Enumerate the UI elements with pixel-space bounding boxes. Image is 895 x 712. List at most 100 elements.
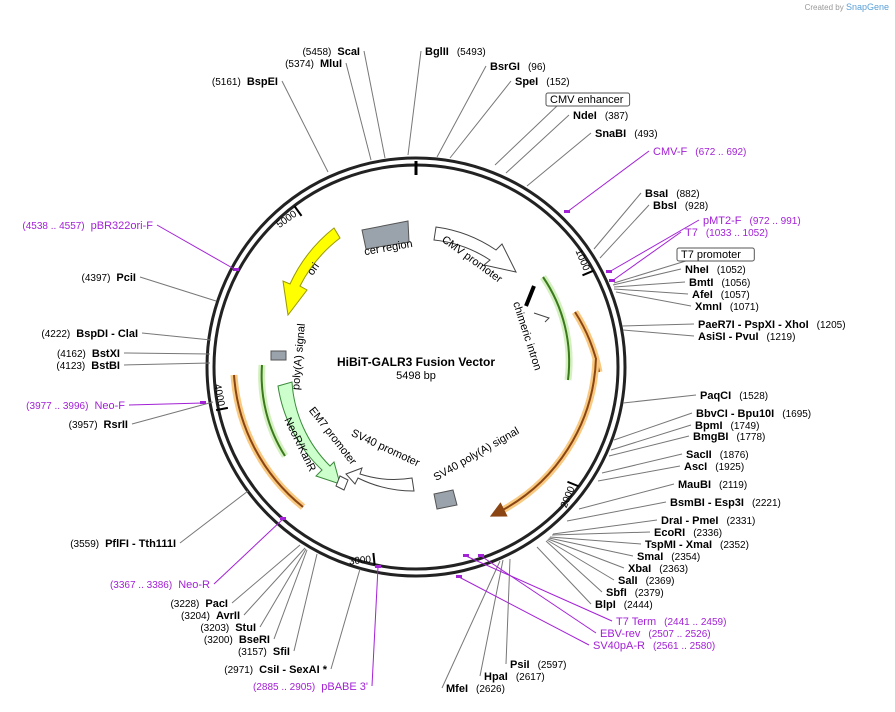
primer-sv40pa-r[interactable]: SV40pA-R(2561 .. 2580) (456, 575, 715, 652)
site-label: TspMI - XmaI(2352) (645, 539, 749, 551)
site-snabi[interactable]: SnaBI(493) (526, 128, 658, 187)
primer-label: EBV-rev(2507 .. 2526) (600, 628, 711, 640)
site-asisi-pvui[interactable]: AsiSI - PvuI(1219) (622, 329, 795, 343)
tick-label: 2000 (559, 485, 578, 510)
snapgene-logo[interactable]: SnapGene (845, 2, 889, 12)
site-bsrgi[interactable]: BsrGI(96) (436, 61, 546, 158)
site-label: PaeR7I - PspXI - XhoI(1205) (698, 319, 846, 331)
site-sali[interactable]: SalI(2369) (546, 539, 674, 587)
primer-t7-term[interactable]: T7 Term(2441 .. 2459) (463, 554, 726, 628)
site-label: BpmI(1749) (695, 420, 759, 432)
primer-t7[interactable]: T7(1033 .. 1052) (609, 227, 768, 282)
site-label: (4397)PciI (82, 272, 136, 284)
site-label: PaqCI(1528) (700, 390, 768, 402)
boxed-t7-promoter[interactable]: T7 promoter (613, 247, 755, 284)
site-xbai[interactable]: XbaI(2363) (547, 538, 688, 575)
site-smai[interactable]: SmaI(2354) (548, 537, 700, 563)
site-label: (3957)RsrII (69, 419, 128, 431)
features (230, 220, 603, 517)
sv40-polya-block (433, 489, 458, 510)
site-label: BsaI(882) (645, 188, 700, 200)
site-bstxi[interactable]: (4162)BstXI (57, 348, 211, 360)
restriction-sites: (5458)ScaI(5374)MluI(5161)BspEI BglII(549… (41, 46, 845, 695)
site-tspmi-xmai[interactable]: TspMI - XmaI(2352) (549, 536, 749, 551)
feature-label-sv40-promoter: SV40 promoter (349, 427, 421, 469)
site-label: (3200)BseRI (204, 634, 270, 646)
site-paqci[interactable]: PaqCI(1528) (622, 390, 768, 404)
tick-label: 4000 (211, 383, 226, 407)
site-hpai[interactable]: HpaI(2617) (479, 559, 545, 683)
primer-label: (2885 .. 2905)pBABE 3' (253, 681, 368, 693)
site-bspdi-clai[interactable]: (4222)BspDI - ClaI (41, 328, 212, 341)
site-blpi[interactable]: BlpI(2444) (536, 546, 653, 611)
site-label: BsmBI - Esp3I(2221) (670, 497, 781, 509)
map-length: 5498 bp (396, 370, 436, 382)
site-mfei[interactable]: MfeI(2626) (441, 560, 505, 695)
primer-pbabe-3[interactable]: (2885 .. 2905)pBABE 3' (253, 565, 381, 693)
site-bbvci-bpu10i[interactable]: BbvCI - Bpu10I(1695) (613, 408, 811, 441)
site-label: NdeI(387) (573, 110, 628, 122)
site-avrii[interactable]: (3204)AvrII (181, 547, 306, 622)
site-afei[interactable]: AfeI(1057) (613, 288, 750, 301)
backbone-outer-ring (205, 156, 627, 578)
feature-label-ori: ori (305, 261, 322, 278)
site-label: (3157)SfiI (238, 646, 290, 658)
site-label: BglII(5493) (425, 46, 486, 58)
site-pcii[interactable]: (4397)PciI (82, 272, 217, 302)
site-sacii[interactable]: SacII(1876) (601, 449, 749, 474)
boxed-cmv-enhancer[interactable]: CMV enhancer (494, 92, 631, 166)
site-pflfi-tth111i[interactable]: (3559)PflFI - Tth111I (70, 490, 249, 550)
primer-label: (4538 .. 4557)pBR322ori-F (22, 220, 153, 232)
site-bbsi[interactable]: BbsI(928) (599, 200, 708, 259)
primer-neo-r[interactable]: (3367 .. 3386)Neo-R (110, 517, 286, 591)
site-bmgbi[interactable]: BmgBI(1778) (608, 431, 765, 457)
site-csii-sexai[interactable]: (2971)CsiI - SexAI * (224, 568, 361, 676)
site-label: (4222)BspDI - ClaI (41, 328, 138, 340)
site-paer7i-pspxi-xhoi[interactable]: PaeR7I - PspXI - XhoI(1205) (621, 319, 846, 331)
site-label: AsiSI - PvuI(1219) (698, 331, 795, 343)
credit-prefix: Created by (804, 3, 844, 12)
site-bmti[interactable]: BmtI(1056) (613, 277, 750, 289)
site-bsmbi-esp3i[interactable]: BsmBI - Esp3I(2221) (566, 497, 781, 522)
site-asci[interactable]: AscI(1925) (597, 461, 744, 482)
site-scai[interactable]: (5458)ScaI (302, 46, 386, 159)
site-label: HpaI(2617) (484, 671, 545, 683)
chimeric-intron-marker (524, 285, 536, 307)
site-bspei[interactable]: (5161)BspEI (212, 76, 329, 173)
site-sbfi[interactable]: SbfI(2379) (545, 540, 664, 599)
polya-signal-block (270, 350, 287, 361)
site-xmni[interactable]: XmnI(1071) (615, 291, 759, 313)
site-maubi[interactable]: MauBI(2119) (578, 479, 747, 510)
site-ndei[interactable]: NdeI(387) (505, 110, 628, 174)
primer-pbr322ori-f[interactable]: (4538 .. 4557)pBR322ori-F (22, 220, 239, 271)
site-bstbi[interactable]: (4123)BstBI (56, 360, 211, 372)
site-sfii[interactable]: (3157)SfiI (238, 553, 318, 658)
primer-pmt2-f[interactable]: pMT2-F(972 .. 991) (606, 215, 801, 273)
site-drai-pmei[interactable]: DraI - PmeI(2331) (552, 515, 755, 535)
primer-label: SV40pA-R(2561 .. 2580) (593, 640, 715, 652)
boxed-label: CMV enhancer (550, 94, 624, 106)
site-psii[interactable]: PsiI(2597) (505, 558, 566, 671)
primer-label: pMT2-F(972 .. 991) (703, 215, 801, 227)
tick-label: 3000 (348, 554, 372, 567)
primers: CMV-F(672 .. 692) pMT2-F(972 .. 991)T7(10… (22, 146, 800, 693)
primer-ebv-rev[interactable]: EBV-rev(2507 .. 2526) (478, 554, 711, 640)
site-bseri[interactable]: (3200)BseRI (204, 549, 308, 646)
em7-promoter-arrow (335, 475, 349, 491)
primer-cmv-f[interactable]: CMV-F(672 .. 692) (564, 146, 746, 213)
site-label: (4123)BstBI (56, 360, 120, 372)
site-bglii[interactable]: BglII(5493) (407, 46, 486, 156)
credit: Created by SnapGene (805, 2, 889, 12)
site-nhei[interactable]: NheI(1052) (612, 264, 746, 286)
site-paci[interactable]: (3228)PacI (170, 544, 301, 610)
primer-neo-f[interactable]: (3977 .. 3996)Neo-F (26, 400, 206, 412)
primer-label: (3367 .. 3386)Neo-R (110, 579, 210, 591)
site-stui[interactable]: (3203)StuI (200, 548, 307, 634)
site-ecori[interactable]: EcoRI(2336) (551, 527, 722, 539)
site-mlui[interactable]: (5374)MluI (285, 58, 372, 161)
site-spei[interactable]: SpeI(152) (449, 76, 570, 159)
site-bsai[interactable]: BsaI(882) (593, 188, 700, 250)
site-rsrii[interactable]: (3957)RsrII (69, 401, 214, 431)
site-bpmi[interactable]: BpmI(1749) (610, 420, 759, 451)
